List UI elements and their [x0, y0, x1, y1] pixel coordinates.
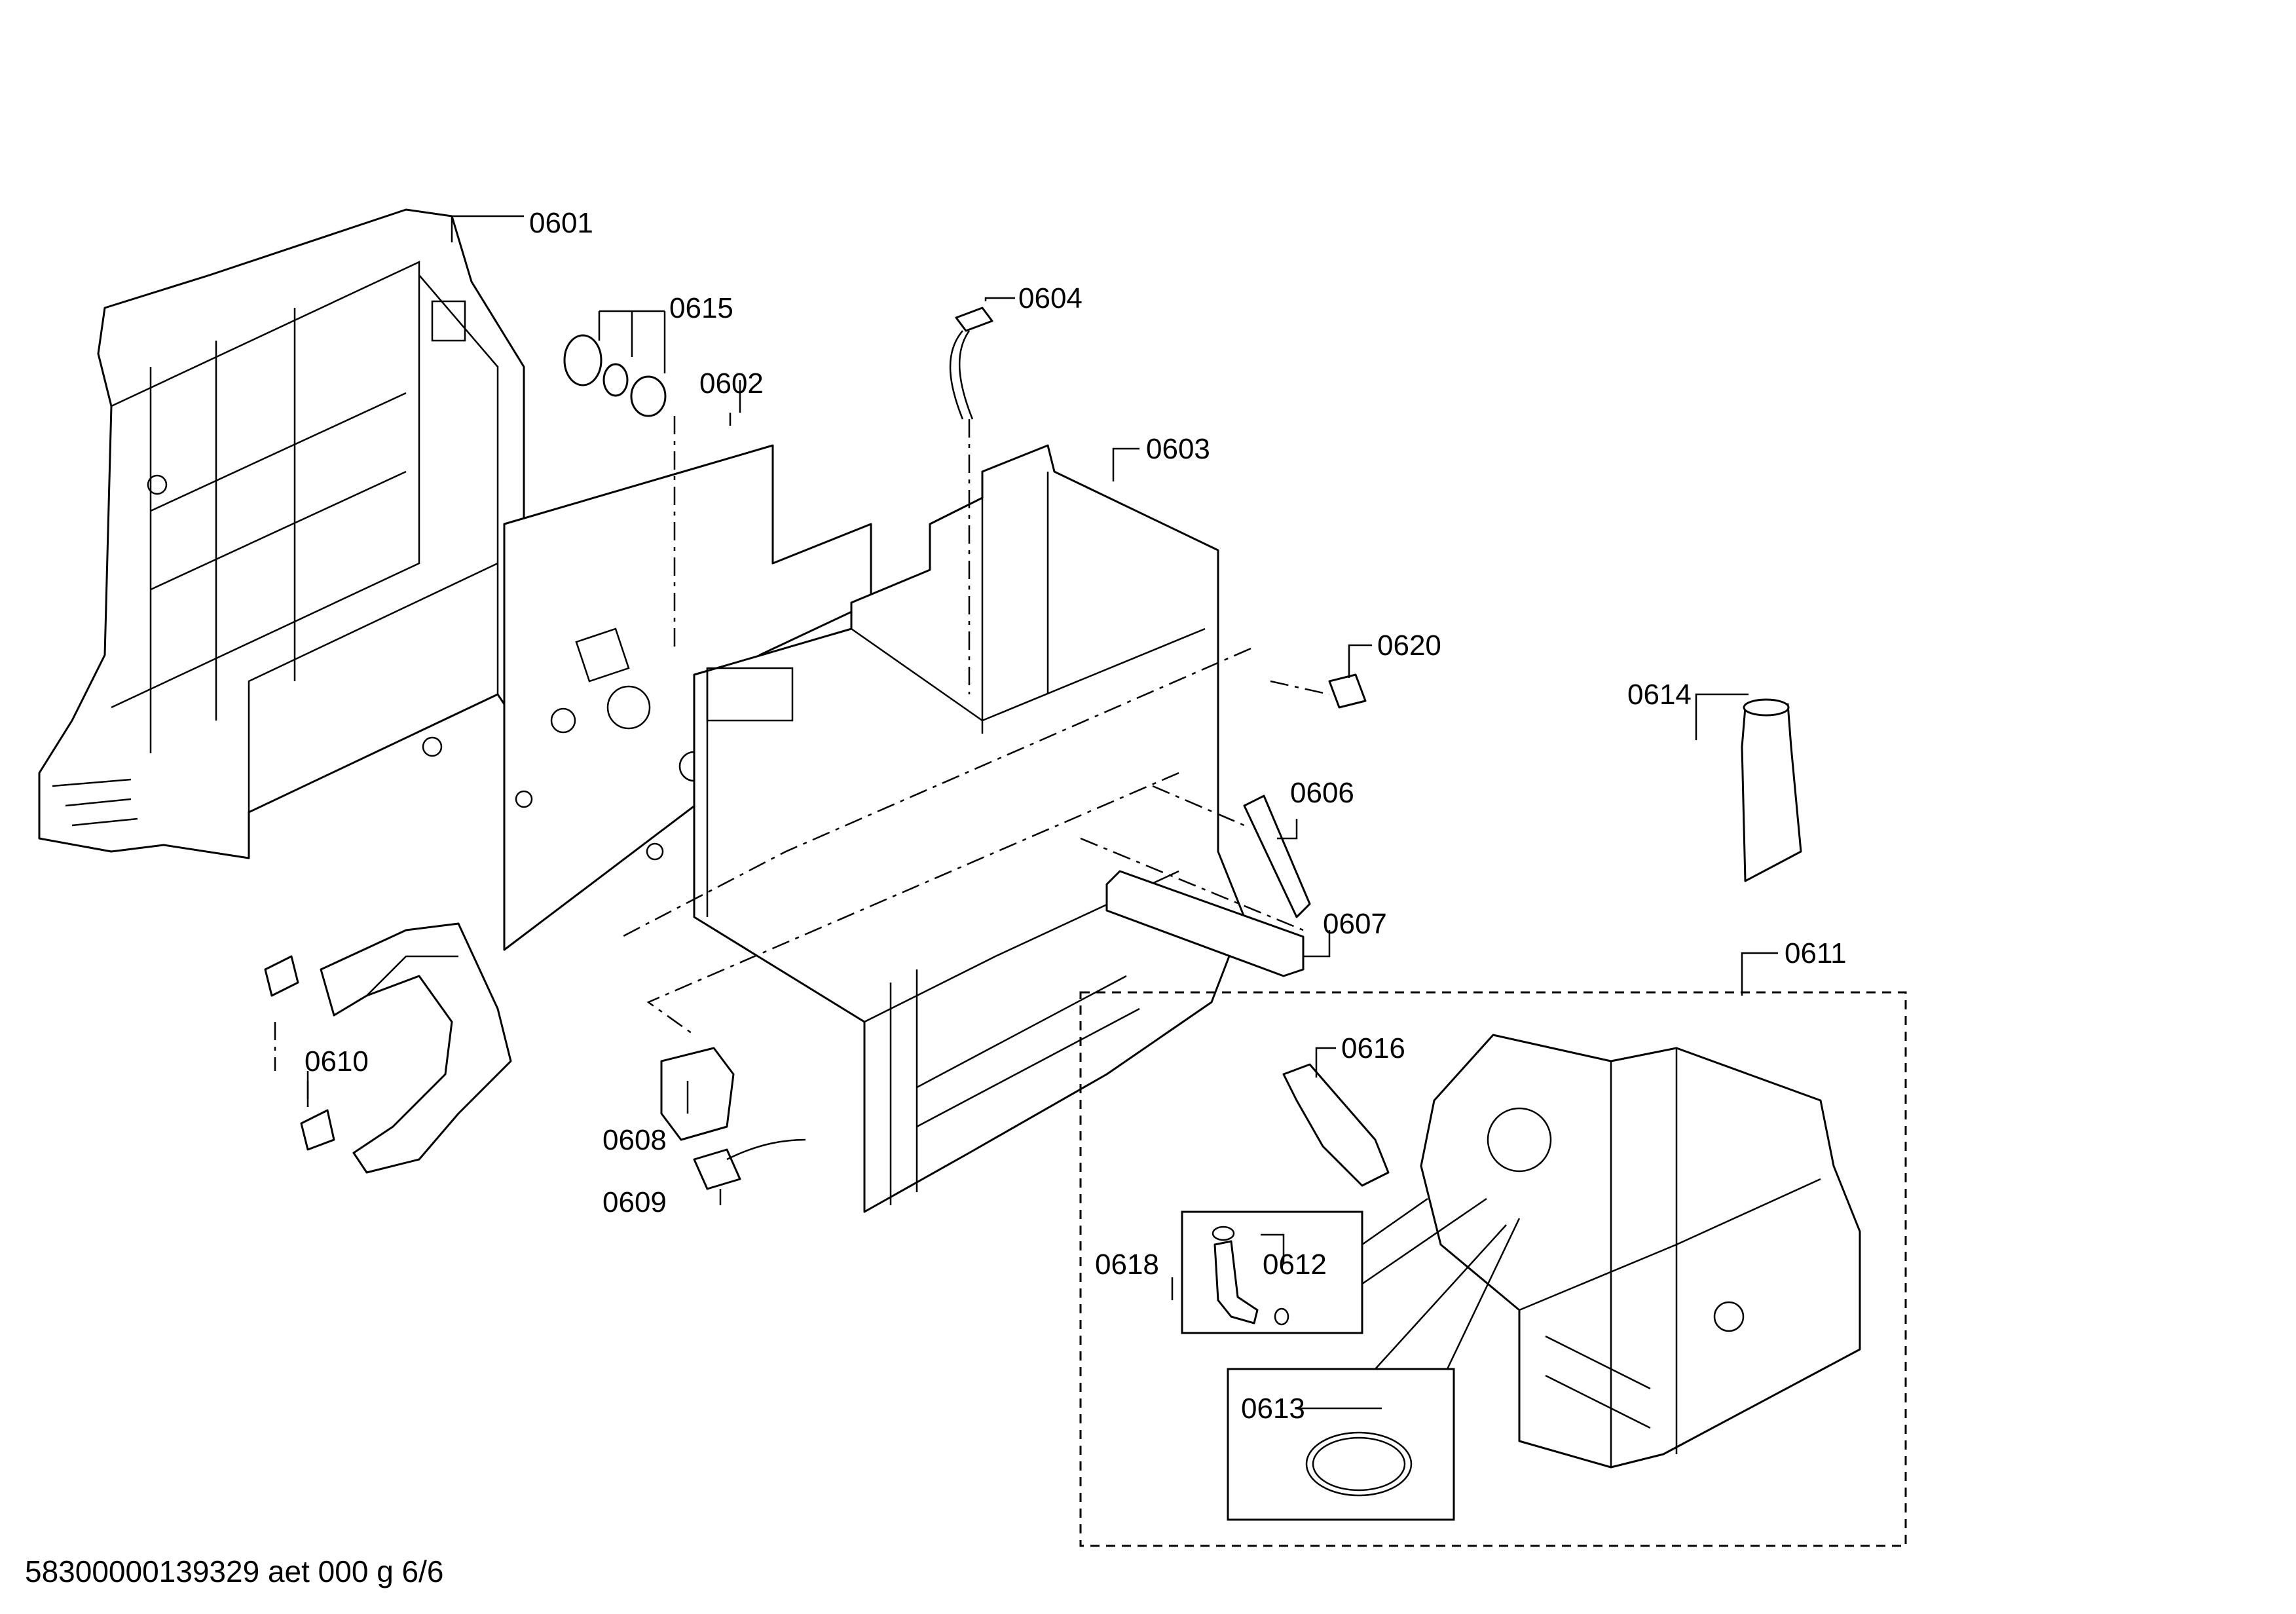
label-0602: 0602	[699, 367, 764, 400]
label-0620: 0620	[1377, 629, 1441, 662]
frame-0601	[38, 208, 525, 859]
label-0608: 0608	[602, 1124, 667, 1156]
footer-code: 58300000139329 aet 000 g 6/6	[25, 1554, 444, 1588]
alignment-lines	[274, 416, 1330, 1107]
label-0603: 0603	[1146, 433, 1210, 465]
housing-0603	[693, 444, 1246, 1213]
inset-0612	[1181, 1197, 1487, 1334]
label-0611: 0611	[1785, 937, 1847, 969]
label-0618: 0618	[1095, 1248, 1159, 1281]
leader-lines	[274, 215, 1778, 1410]
label-0610: 0610	[305, 1045, 369, 1078]
cable-0604	[949, 307, 993, 420]
rod-0607	[1105, 870, 1305, 977]
label-0604: 0604	[1018, 282, 1083, 314]
label-0613: 0613	[1241, 1393, 1305, 1425]
lever-0606	[1243, 795, 1311, 918]
parts-0615	[563, 334, 667, 417]
clip-0620	[1328, 673, 1367, 709]
grease-tube-0614	[1741, 698, 1802, 882]
assembly-0611	[1079, 991, 1907, 1547]
label-0615: 0615	[669, 292, 733, 324]
sensor-0616	[1282, 1063, 1390, 1187]
inset-0613	[1227, 1218, 1521, 1521]
label-0612: 0612	[1263, 1248, 1327, 1281]
label-0614: 0614	[1627, 679, 1692, 711]
bracket-0610	[264, 922, 512, 1174]
label-0616: 0616	[1341, 1032, 1405, 1064]
label-0609: 0609	[602, 1186, 667, 1218]
label-0607: 0607	[1323, 908, 1387, 940]
switch-0609	[693, 1138, 806, 1190]
label-0606: 0606	[1290, 777, 1354, 809]
switch-0608	[660, 1047, 735, 1141]
label-0601: 0601	[529, 207, 593, 239]
